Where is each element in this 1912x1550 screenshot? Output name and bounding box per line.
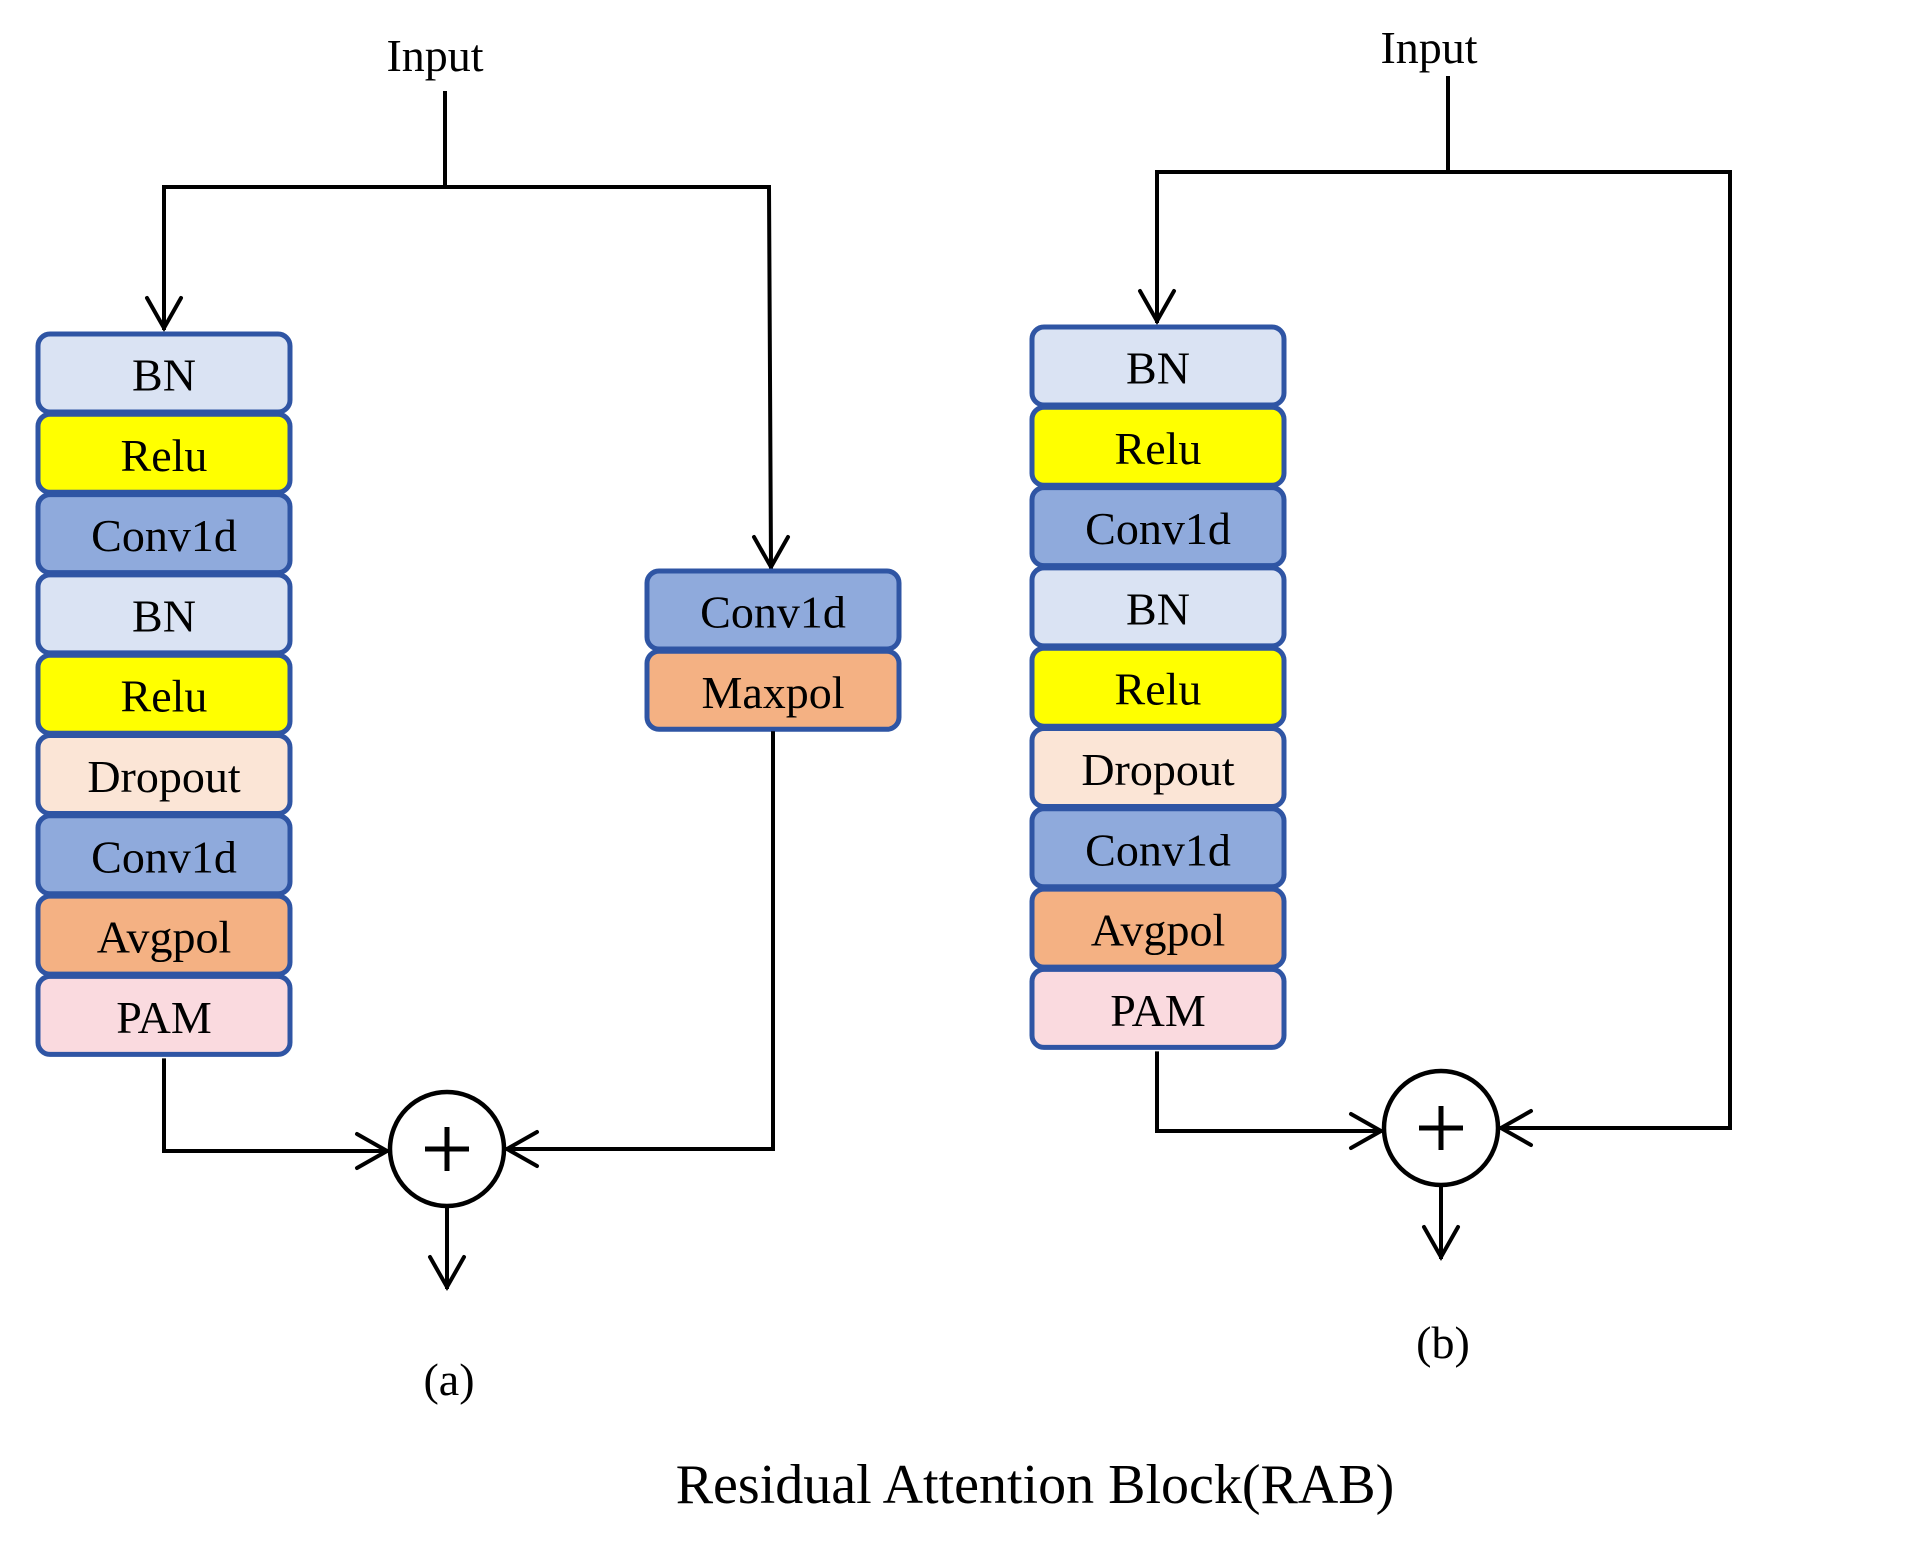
- block-dropout: Dropout: [1029, 726, 1287, 809]
- block-avgpol: Avgpol: [35, 893, 293, 977]
- diagram-caption: (a): [423, 1354, 474, 1405]
- input-label: Input: [386, 30, 483, 81]
- block-label: Conv1d: [700, 587, 846, 638]
- arrow-down-icon: [1422, 1225, 1460, 1262]
- block-relu: Relu: [1029, 645, 1287, 729]
- block-box: [1029, 966, 1287, 1050]
- block-conv1d: Conv1d: [35, 813, 293, 897]
- block-box: [644, 648, 902, 732]
- block-relu: Relu: [1029, 404, 1287, 488]
- plus-icon: [425, 1127, 469, 1171]
- block-conv1d: Conv1d: [35, 492, 293, 576]
- block-pam: PAM: [1029, 966, 1287, 1050]
- block-bn: BN: [1029, 324, 1287, 408]
- arrow-right-icon: [355, 1132, 392, 1170]
- block-relu: Relu: [35, 652, 293, 736]
- block-label: Dropout: [87, 751, 241, 802]
- plus-icon: [1419, 1106, 1463, 1150]
- arrow-left-icon: [502, 1130, 539, 1168]
- arrow-down-icon: [428, 1255, 466, 1292]
- input-label: Input: [1380, 22, 1477, 73]
- block-relu: Relu: [35, 411, 293, 495]
- block-bn: BN: [35, 572, 293, 656]
- block-label: Conv1d: [1085, 824, 1231, 875]
- block-label: Conv1d: [91, 510, 237, 561]
- block-label: BN: [132, 590, 196, 641]
- block-label: PAM: [1110, 985, 1205, 1036]
- block-label: Relu: [121, 430, 208, 481]
- block-conv1d: Conv1d: [1029, 806, 1287, 890]
- block-avgpol: Avgpol: [1029, 886, 1287, 970]
- block-label: Relu: [1115, 664, 1202, 715]
- sum-node: +: [1381, 1068, 1501, 1188]
- arrow-left-icon: [1496, 1109, 1533, 1147]
- block-box: [35, 973, 293, 1057]
- block-conv1d: Conv1d: [644, 568, 902, 652]
- block-label: BN: [132, 350, 196, 401]
- sum-node: +: [387, 1089, 507, 1209]
- block-label: Conv1d: [91, 831, 237, 882]
- block-label: Avgpol: [97, 912, 232, 963]
- block-conv1d: Conv1d: [1029, 485, 1287, 569]
- diagram-b: InputBNReluConv1dBNReluDropoutConv1dAvgp…: [1029, 22, 1732, 1368]
- block-label: Relu: [121, 671, 208, 722]
- arrow-right-icon: [1349, 1112, 1386, 1150]
- block-maxpol: Maxpol: [644, 648, 902, 732]
- arrow-down-icon: [1138, 289, 1176, 326]
- block-label: PAM: [116, 992, 211, 1043]
- block-label: Avgpol: [1091, 905, 1226, 956]
- diagram-a: InputBNReluConv1dBNReluDropoutConv1dAvgp…: [35, 30, 902, 1405]
- block-bn: BN: [1029, 565, 1287, 649]
- arrow-down-icon: [752, 535, 790, 572]
- main-to-sum-line: [1155, 1051, 1382, 1133]
- main-to-sum-line: [162, 1058, 388, 1153]
- block-label: Dropout: [1081, 744, 1235, 795]
- identity-skip-line: [1155, 170, 1732, 1130]
- block-pam: PAM: [35, 973, 293, 1057]
- figure-title: Residual Attention Block(RAB): [676, 1454, 1395, 1516]
- shortcut-to-sum-line: [506, 731, 775, 1151]
- block-label: Relu: [1115, 423, 1202, 474]
- block-label: BN: [1126, 343, 1190, 394]
- diagram-caption: (b): [1416, 1317, 1470, 1368]
- arrow-down-icon: [145, 296, 183, 333]
- branch-split-line: [162, 185, 774, 570]
- block-label: Conv1d: [1085, 503, 1231, 554]
- block-label: Maxpol: [701, 667, 844, 718]
- block-dropout: Dropout: [35, 733, 293, 816]
- block-label: BN: [1126, 583, 1190, 634]
- block-bn: BN: [35, 331, 293, 415]
